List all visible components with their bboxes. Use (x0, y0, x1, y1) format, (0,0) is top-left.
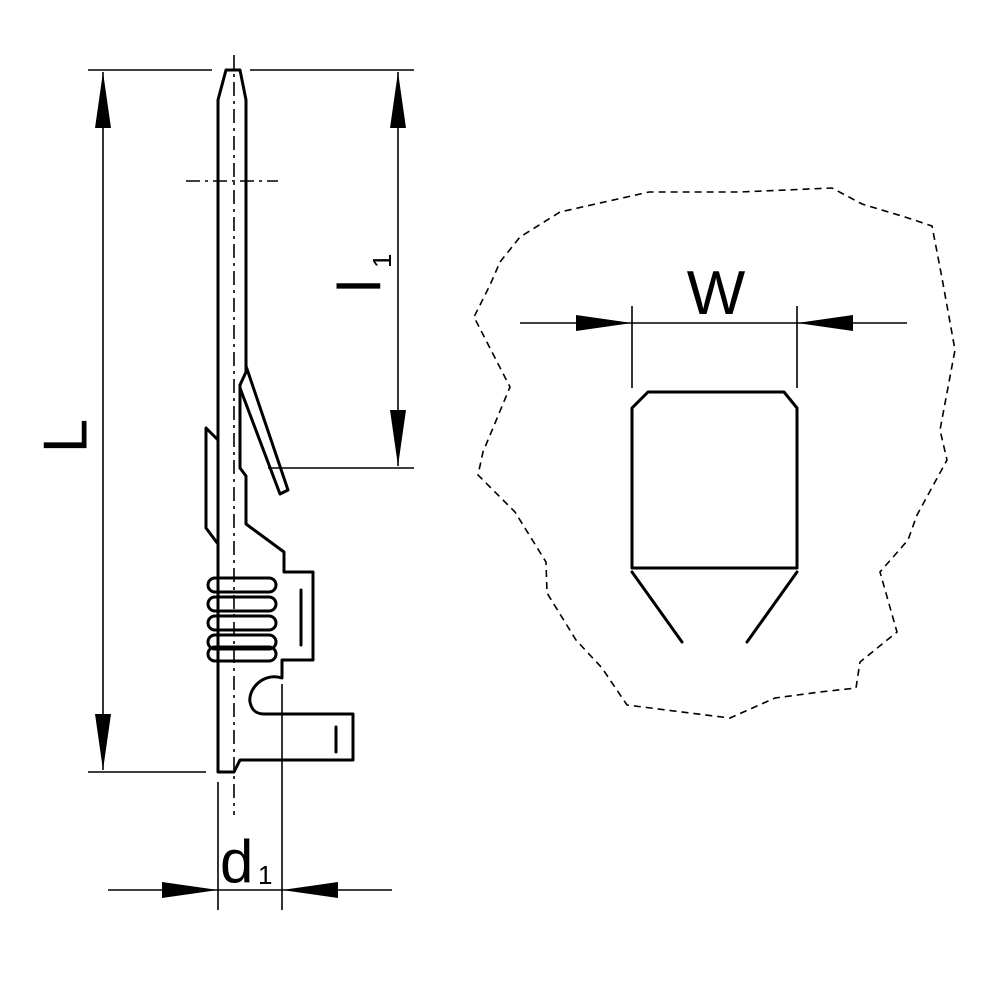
pin-tip-detail (630, 390, 799, 570)
label-l1-sub: 1 (367, 254, 397, 268)
dimension-L: L (31, 69, 212, 773)
coil-turn (206, 595, 278, 613)
arrow-head (95, 72, 111, 128)
label-d1-main: d (220, 828, 253, 895)
arrow-head (282, 882, 338, 898)
dimension-l1: l 1 (250, 69, 414, 469)
coil-windings (206, 576, 278, 663)
label-l1: l 1 (326, 254, 397, 293)
coil-turn (206, 633, 278, 651)
arrow-head (95, 714, 111, 770)
label-L: L (31, 419, 100, 453)
arrow-head (390, 410, 406, 466)
label-d1-sub: 1 (258, 860, 272, 890)
label-l1-main: l (326, 279, 393, 292)
coil-turn (206, 576, 278, 594)
pin-shoulder (204, 426, 220, 546)
pin-body-outline (216, 68, 355, 774)
pin-side-view (204, 68, 355, 774)
detail-view: W (473, 187, 956, 719)
detail-boundary (473, 187, 956, 719)
arrow-head (797, 315, 853, 331)
coil-turn (206, 614, 278, 632)
coil-turn (206, 645, 278, 663)
spring-latch (238, 364, 290, 496)
label-W: W (687, 259, 746, 328)
taper-line (745, 570, 799, 644)
arrow-head (390, 72, 406, 128)
taper-line (630, 570, 684, 644)
dimension-d1: d 1 (108, 684, 392, 910)
arrow-head (162, 882, 218, 898)
arrow-head (576, 315, 632, 331)
